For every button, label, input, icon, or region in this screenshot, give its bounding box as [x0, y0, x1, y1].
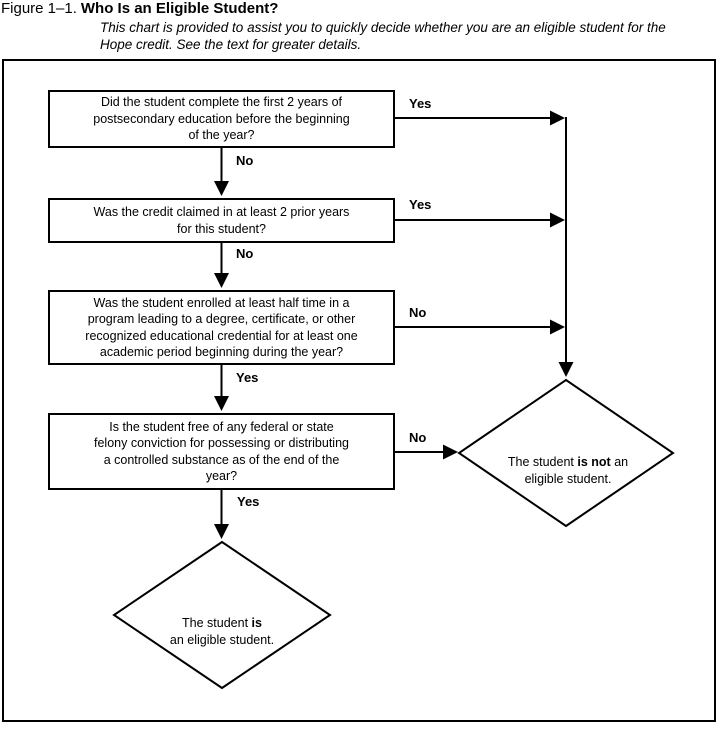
outcome-not-eligible-pre: The student	[507, 455, 578, 469]
outcome-not-eligible-bold: is not	[577, 455, 611, 469]
outcome-not-eligible-text: The student is not an eligible student.	[484, 437, 652, 488]
branch-label-q4-no: No	[409, 430, 427, 445]
figure-title: Who Is an Eligible Student?	[80, 0, 279, 17]
outcome-eligible-post: an eligible student.	[169, 633, 275, 647]
branch-label-q1-no: No	[236, 153, 254, 168]
question-box-2: Was the credit claimed in at least 2 pri…	[48, 198, 395, 243]
question-box-2-text: Was the credit claimed in at least 2 pri…	[93, 205, 350, 236]
branch-label-q2-no: No	[236, 246, 254, 261]
branch-label-q2-yes: Yes	[409, 197, 432, 212]
question-box-3: Was the student enrolled at least half t…	[48, 290, 395, 365]
outcome-eligible-bold: is	[251, 616, 262, 630]
branch-label-q4-yes: Yes	[237, 494, 260, 509]
branch-label-q1-yes: Yes	[409, 96, 432, 111]
outcome-not-eligible-post: an eligible student.	[524, 455, 629, 486]
figure-subtitle: This chart is provided to assist you to …	[100, 20, 666, 52]
branch-label-q3-no: No	[409, 305, 427, 320]
question-box-1: Did the student complete the first 2 yea…	[48, 90, 395, 148]
question-box-4: Is the student free of any federal or st…	[48, 413, 395, 490]
figure-label: Figure 1–1.	[1, 0, 77, 17]
branch-label-q3-yes: Yes	[236, 370, 259, 385]
question-box-3-text: Was the student enrolled at least half t…	[85, 295, 358, 360]
question-box-1-text: Did the student complete the first 2 yea…	[93, 95, 350, 143]
outcome-eligible-pre: The student	[182, 616, 252, 630]
figure-header: Figure 1–1.Who Is an Eligible Student?	[1, 0, 278, 18]
outcome-eligible-text: The student is an eligible student.	[138, 598, 306, 649]
question-box-4-text: Is the student free of any federal or st…	[94, 419, 349, 484]
flowchart-border	[2, 59, 716, 722]
